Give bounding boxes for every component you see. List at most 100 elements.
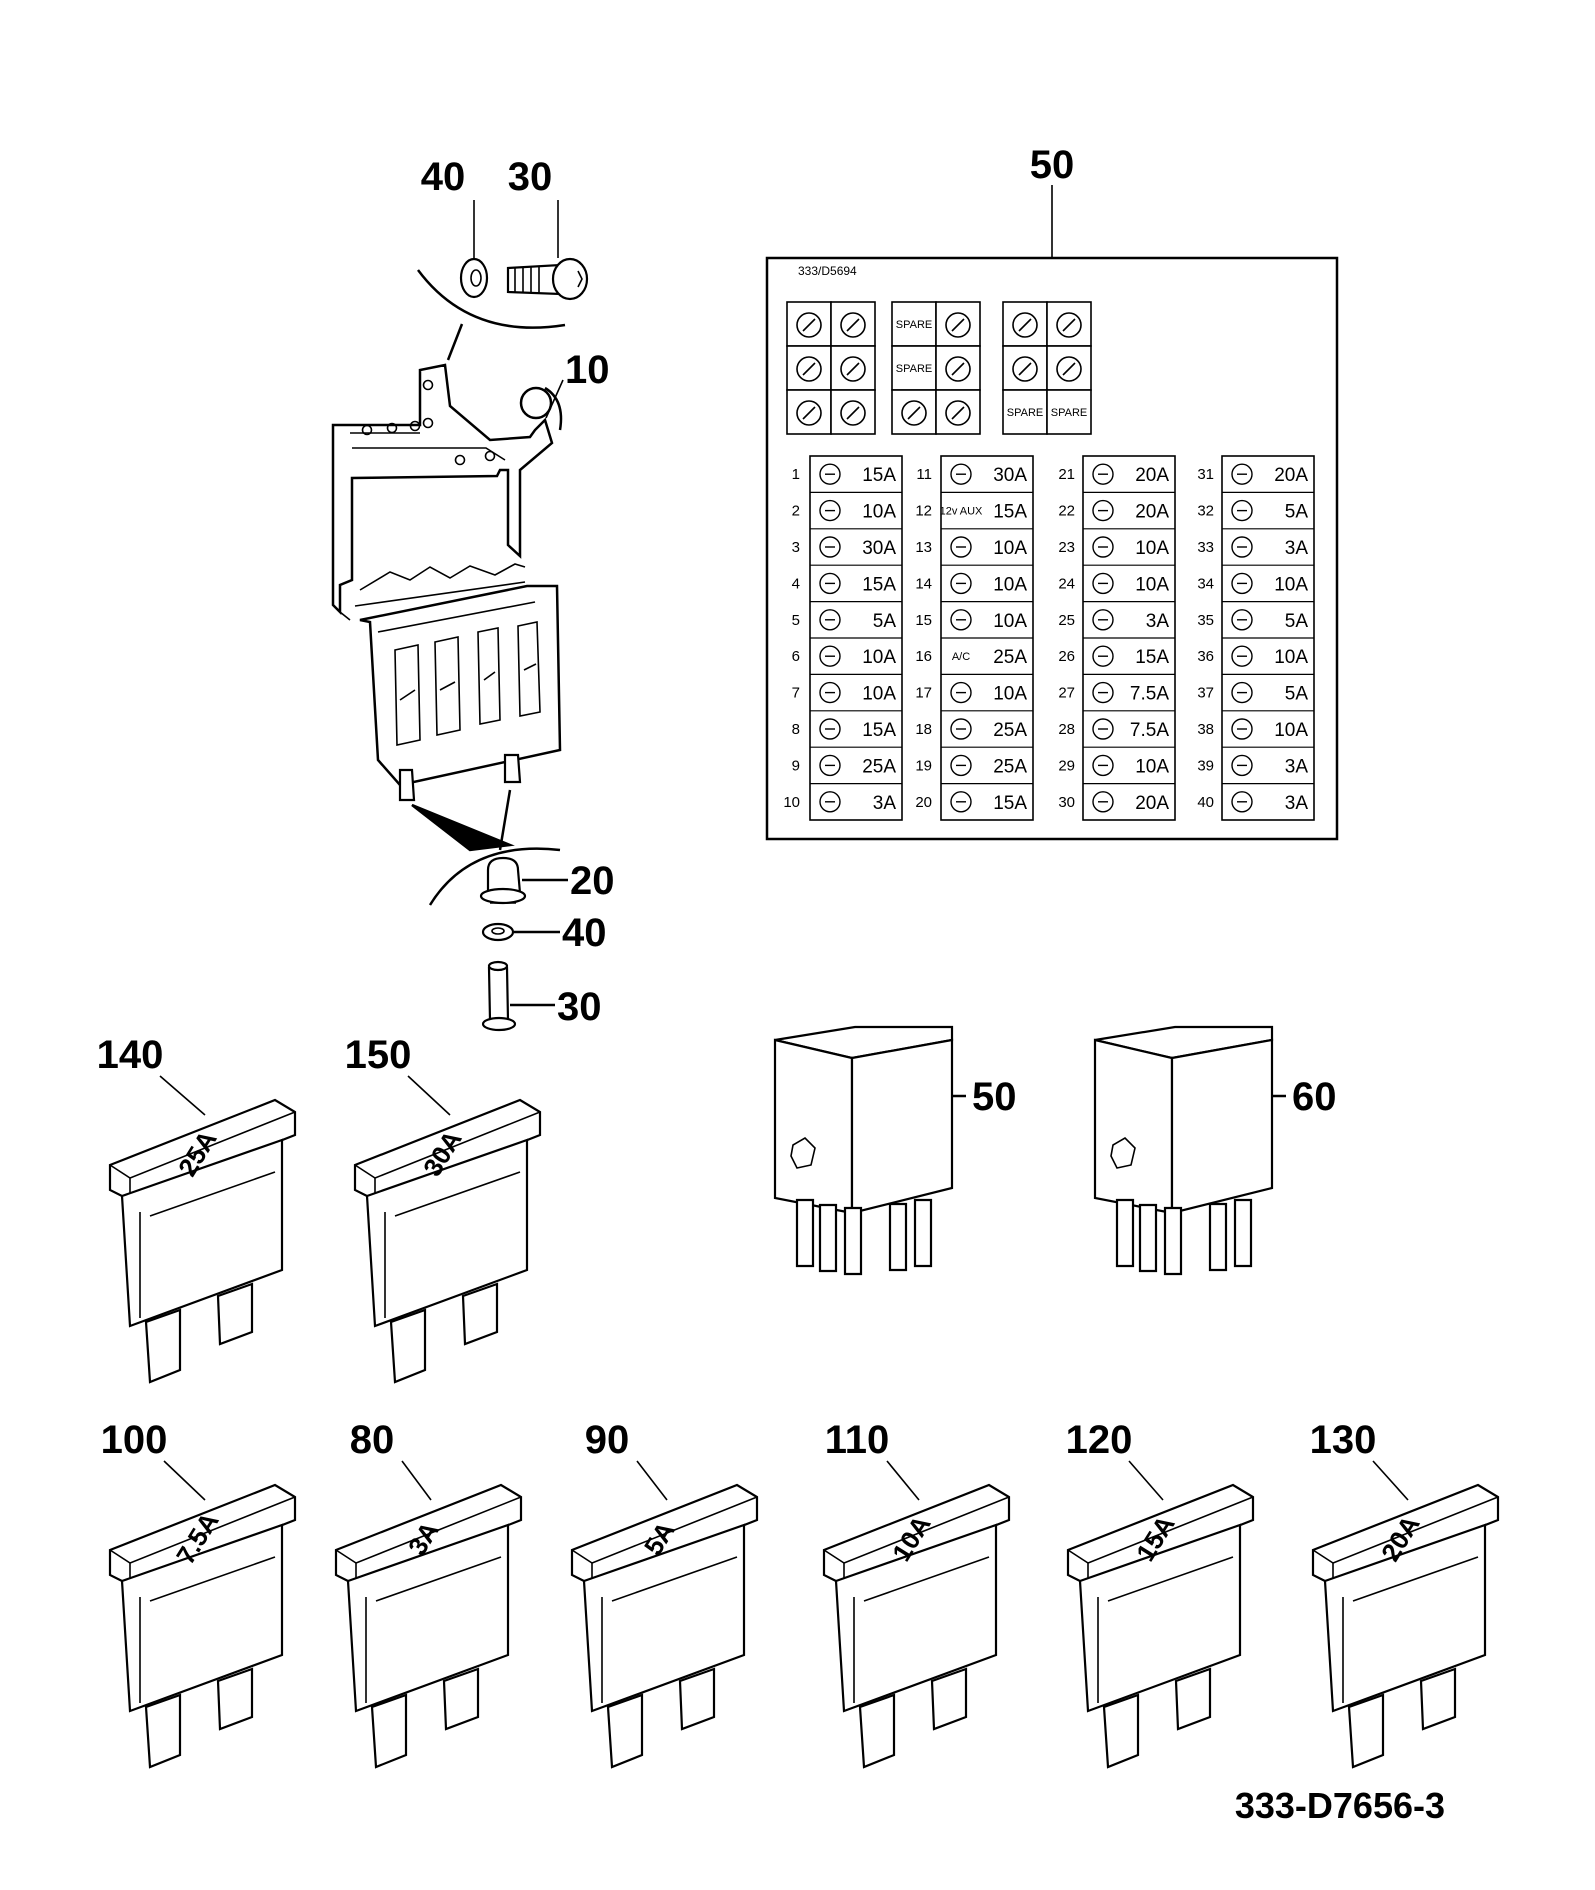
relay-spare-label: SPARE <box>1007 407 1043 419</box>
bracket-plate <box>331 363 563 802</box>
relay-symbol-icon <box>945 356 971 382</box>
fuse-function-icon <box>1092 791 1114 813</box>
screw-top <box>506 257 589 301</box>
fuse-number: 26 <box>1058 648 1075 665</box>
fuse-rating: 30A <box>862 538 896 559</box>
fuse-function-icon <box>819 572 841 595</box>
relay-cell <box>935 301 981 347</box>
relay-cell <box>1002 301 1048 347</box>
fuse-function-icon <box>1231 754 1253 777</box>
fuse-rating: 3A <box>873 793 897 814</box>
relay-cell <box>891 389 937 435</box>
relay-cell <box>1002 345 1048 391</box>
fuse-number: 28 <box>1058 721 1075 738</box>
fuse-number: 20 <box>915 794 932 811</box>
fuse-function-icon <box>1231 681 1253 704</box>
fuse-function-icon <box>1231 791 1253 813</box>
fuse-rating: 20A <box>1135 502 1169 523</box>
fuse-number: 1 <box>792 466 800 483</box>
fuse-number: 11 <box>916 466 932 483</box>
fuse-rating: 20A <box>1135 465 1169 486</box>
fuse-rating: 25A <box>862 756 896 777</box>
fuse-number: 22 <box>1058 503 1075 520</box>
blade-fuse-callout: 140 <box>97 1033 164 1077</box>
fuse-function-icon <box>1231 536 1253 558</box>
relay-group <box>786 301 876 435</box>
blade-fuse-callout: 150 <box>345 1033 412 1077</box>
washer-top <box>459 257 489 299</box>
fuse-number: 7 <box>792 685 800 702</box>
fuse-rating: 30A <box>993 465 1027 486</box>
fuse-rating: 3A <box>1285 793 1309 814</box>
fuse-function-icon <box>819 791 841 813</box>
relay-spare-label: SPARE <box>896 363 932 375</box>
fuse-function-icon <box>819 645 841 667</box>
fuse-function-icon <box>950 791 972 813</box>
callout-screw-top: 30 <box>508 155 553 199</box>
relay-spare-label: SPARE <box>896 319 932 331</box>
fuse-rating: 10A <box>862 684 896 705</box>
fuse-rating: 3A <box>1285 538 1309 559</box>
fuse-number: 35 <box>1197 612 1214 629</box>
relay-cell: SPARE <box>1002 389 1048 435</box>
relay-symbol-icon <box>945 400 971 426</box>
fuse-function-icon <box>1231 645 1253 667</box>
fuse-function-icon <box>819 718 841 740</box>
blade-fuse-callout: 100 <box>101 1418 168 1462</box>
relay-callout: 60 <box>1292 1075 1337 1119</box>
blade-fuse-callout: 130 <box>1310 1418 1377 1462</box>
fuse-rating: 10A <box>862 502 896 523</box>
relay-cell <box>1046 345 1092 391</box>
fuse-number: 8 <box>792 721 800 738</box>
fuse-rating: 3A <box>1285 756 1309 777</box>
relay-symbol-icon <box>840 356 866 382</box>
relay-cell <box>935 389 981 435</box>
relay-symbol-icon <box>945 312 971 338</box>
washer-bottom <box>481 922 515 942</box>
fuse-function-label: 12v AUX <box>940 506 983 518</box>
fuse-rating: 5A <box>1285 684 1309 705</box>
relay-symbol-icon <box>796 312 822 338</box>
fuse-number: 6 <box>792 648 800 665</box>
fuse-number: 9 <box>792 757 800 774</box>
fuse-rating: 20A <box>1274 465 1308 486</box>
fuse-rating: 10A <box>993 611 1027 632</box>
callout-label: 50 <box>1030 143 1075 187</box>
fuse-number: 5 <box>792 612 800 629</box>
fuse-number: 16 <box>915 648 932 665</box>
fuse-function-icon <box>819 754 841 777</box>
fuse-rating: 10A <box>1135 574 1169 595</box>
fuse-row: 11 30A <box>916 463 1027 486</box>
relay-callout: 50 <box>972 1075 1017 1119</box>
relay: 60 <box>1093 1025 1337 1276</box>
fuse-number: 36 <box>1197 648 1214 665</box>
relay-symbol-icon <box>1012 356 1038 382</box>
fuse-function-icon <box>819 609 841 631</box>
callout-rivet: 20 <box>570 859 615 903</box>
fuse-function-label: A/C <box>952 651 970 663</box>
relay-cell <box>786 301 832 347</box>
fuse-rating: 25A <box>993 720 1027 741</box>
fuse-rating: 15A <box>862 720 896 741</box>
fuse-rating: 7.5A <box>1130 684 1169 705</box>
fuse-number: 4 <box>792 575 800 592</box>
